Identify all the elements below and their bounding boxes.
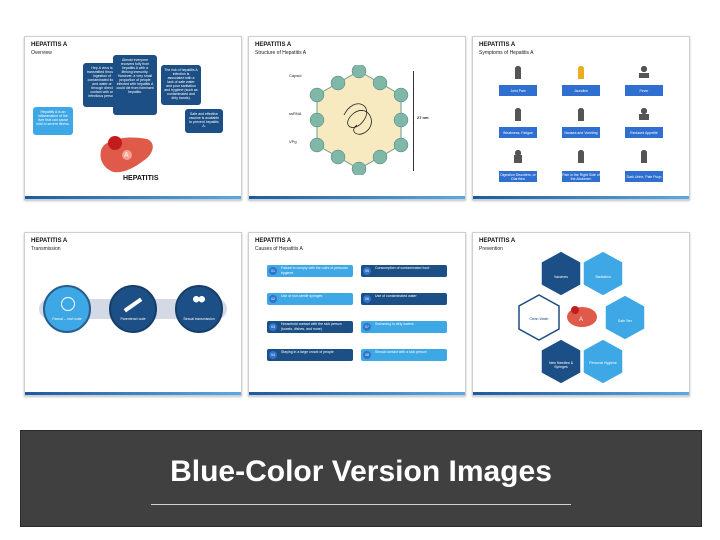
liver-label: HEPATITIS bbox=[123, 175, 159, 182]
symptom-dark-urine: Dark Urine, Pale Poop bbox=[625, 171, 663, 182]
jaundice-icon bbox=[574, 65, 588, 81]
callout-recovery: Almost everyone recovers fully from hepa… bbox=[113, 55, 157, 115]
slide-title: HEPATITIS A bbox=[31, 238, 68, 244]
slide-transmission[interactable]: HEPATITIS A Transmission Faecal – oral r… bbox=[24, 232, 242, 396]
slide-footer-bar bbox=[473, 196, 689, 199]
callout-vaccine: Safe and effective vaccine is available … bbox=[185, 109, 223, 133]
diarrhea-icon bbox=[511, 149, 525, 165]
prevention-new-needles-label: New Needles & Syringes bbox=[548, 361, 574, 369]
slide-structure[interactable]: HEPATITIS A Structure of Hepatitis A Cap… bbox=[248, 36, 466, 200]
slide-footer-bar bbox=[25, 392, 241, 395]
svg-text:A: A bbox=[579, 317, 583, 323]
size-dimension-line bbox=[413, 71, 414, 171]
banner: Blue-Color Version Images bbox=[20, 430, 702, 527]
symptom-weakness: Weakness, Fatigue bbox=[499, 127, 537, 138]
transmission-item-faecal: Faecal – oral route bbox=[43, 285, 91, 333]
nausea-icon bbox=[574, 107, 588, 123]
personal-hygiene-hex bbox=[582, 338, 624, 385]
slide-footer-bar bbox=[473, 392, 689, 395]
slide-title: HEPATITIS A bbox=[255, 238, 292, 244]
prevention-safe-sex-label: Safe Sex bbox=[617, 319, 633, 323]
syringe-icon bbox=[123, 297, 143, 313]
abdominal-pain-icon bbox=[574, 149, 588, 165]
virus-structure-diagram bbox=[309, 65, 409, 175]
symptom-reduced-appetite: Reduced Appetite bbox=[625, 127, 663, 138]
callout-risk: The risk of hepatitis A infection is ass… bbox=[161, 65, 201, 105]
symptom-nausea: Nausea and Vomiting bbox=[562, 127, 600, 138]
slide-title: HEPATITIS A bbox=[31, 42, 68, 48]
dark-urine-icon bbox=[637, 149, 651, 165]
prevention-sanitation-label: Sanitation bbox=[595, 275, 611, 279]
banner-title: Blue-Color Version Images bbox=[170, 455, 552, 488]
capsid-label: Capsid bbox=[289, 73, 302, 78]
slide-subtitle: Transmission bbox=[31, 246, 61, 252]
svg-text:A: A bbox=[124, 152, 129, 159]
prevention-personal-hygiene-label: Personal Hygiene bbox=[589, 361, 617, 365]
liver-icon: A bbox=[100, 136, 153, 173]
transmission-item-sexual: Sexual transmission bbox=[175, 285, 223, 333]
virus-icon bbox=[571, 306, 579, 314]
size-label: 27 nm bbox=[417, 115, 429, 120]
slide-subtitle: Prevention bbox=[479, 246, 503, 252]
slide-subtitle: Symptoms of Hepatitis A bbox=[479, 50, 534, 56]
slide-footer-bar bbox=[249, 392, 465, 395]
slide-footer-bar bbox=[249, 196, 465, 199]
prevention-vaccines-label: Vaccines bbox=[554, 275, 568, 279]
transmission-item-parenteral: Parenteral route bbox=[109, 285, 157, 333]
fever-icon bbox=[637, 65, 651, 81]
banner-underline bbox=[151, 504, 571, 505]
slide-footer-bar bbox=[25, 196, 241, 199]
slide-subtitle: Structure of Hepatitis A bbox=[255, 50, 307, 56]
vaccines-hex bbox=[540, 250, 582, 297]
slide-title: HEPATITIS A bbox=[255, 42, 292, 48]
symptom-abdominal-pain: Pain in the Right Side of the Abdomen bbox=[562, 171, 600, 182]
slide-subtitle: Overview bbox=[31, 50, 52, 56]
symptom-fever: Fever bbox=[625, 85, 663, 96]
faecal-oral-icon bbox=[61, 297, 75, 311]
prevention-hex-diagram: A bbox=[518, 250, 646, 385]
ssrna-label: ssRNA bbox=[289, 111, 302, 116]
symptom-digestion: Digestion Disorders, or Diarrhea bbox=[499, 171, 537, 182]
sanitation-hex bbox=[582, 250, 624, 297]
slide-prevention[interactable]: HEPATITIS A Prevention A Vaccines Sanita… bbox=[472, 232, 690, 396]
vpg-label: VPg bbox=[289, 139, 297, 144]
slide-subtitle: Causes of Hepatitis A bbox=[255, 246, 303, 252]
slide-title: HEPATITIS A bbox=[479, 42, 516, 48]
slide-title: HEPATITIS A bbox=[479, 238, 516, 244]
reduced-appetite-icon bbox=[637, 107, 651, 123]
joint-pain-icon bbox=[511, 65, 525, 81]
symptom-joint-pain: Joint Pain bbox=[499, 85, 537, 96]
callout-definition: Hepatitis A is an inflammation of the li… bbox=[33, 107, 73, 135]
couple-icon bbox=[192, 295, 206, 309]
slide-overview[interactable]: HEPATITIS A Overview Hep A virus is tran… bbox=[24, 36, 242, 200]
slide-symptoms[interactable]: HEPATITIS A Symptoms of Hepatitis A Join… bbox=[472, 36, 690, 200]
weakness-icon bbox=[511, 107, 525, 123]
safe-sex-hex bbox=[604, 294, 646, 341]
symptom-jaundice: Jaundice bbox=[562, 85, 600, 96]
new-needles-hex bbox=[540, 338, 582, 385]
prevention-clean-water-label: Clean Water bbox=[529, 317, 549, 321]
clean-water-hex bbox=[518, 294, 560, 341]
